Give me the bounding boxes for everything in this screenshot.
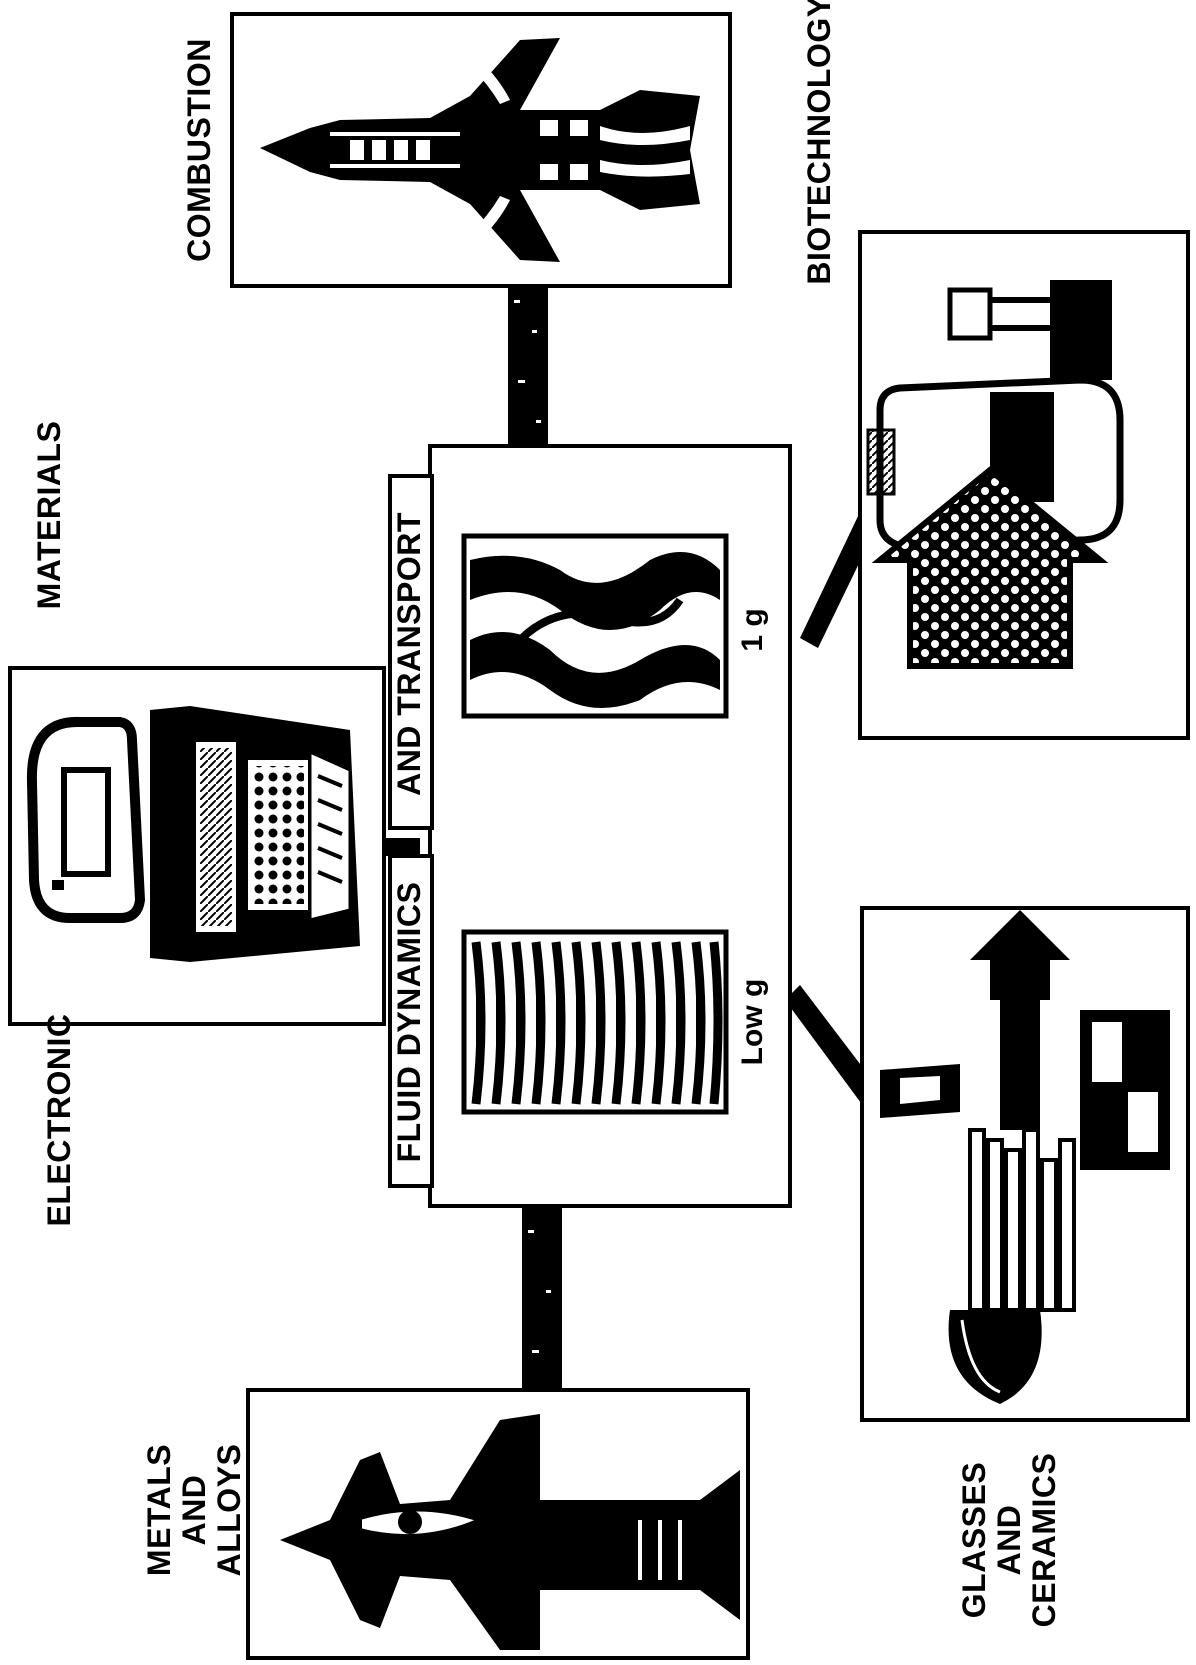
glasses-ceramics-box: [860, 906, 1190, 1422]
optics-components-icon: [880, 910, 1170, 1404]
label-metals-line1: METALS: [141, 1444, 177, 1576]
label-glasses-line1: GLASSES: [956, 1462, 992, 1618]
label-biotechnology: BIOTECHNOLOGY: [801, 0, 837, 285]
panel-one-g: [461, 533, 729, 719]
label-materials: MATERIALS: [31, 421, 67, 610]
label-metals-line3: ALLOYS: [211, 1444, 247, 1577]
center-label-transport: AND TRANSPORT: [391, 512, 427, 796]
electronic-materials-box: [8, 666, 386, 1026]
center-label-fluid: FLUID DYNAMICS: [391, 882, 427, 1163]
connector-bottom: [522, 1195, 562, 1420]
metals-alloys-box: [246, 1388, 750, 1660]
biotechnology-box: [858, 230, 1190, 740]
fluid-dynamics-box: AND TRANSPORT FLUID DYNAMICS 1 g: [388, 444, 792, 1208]
combustion-box: [230, 12, 732, 288]
label-combustion: COMBUSTION: [181, 38, 217, 262]
connector-top: [508, 282, 548, 472]
label-electronic: ELECTRONIC: [41, 1014, 77, 1227]
label-metals-line2: AND: [176, 1475, 212, 1546]
panel-low-g-label: Low g: [736, 979, 769, 1066]
panel-low-g: [461, 929, 729, 1115]
connector-electronic: [382, 838, 420, 856]
computer-workstation-icon: [26, 706, 360, 962]
label-glasses-line2: AND: [991, 1505, 1027, 1576]
space-shuttle-icon: [260, 38, 700, 262]
pharmaceutical-bottles-icon: [866, 280, 1124, 669]
panel-one-g-label: 1 g: [736, 608, 769, 651]
label-glasses-line3: CERAMICS: [1026, 1453, 1062, 1628]
outer-labels: COMBUSTION MATERIALS ELECTRONIC BIOTECHN…: [31, 0, 1062, 1627]
aircraft-icon: [280, 1414, 740, 1650]
